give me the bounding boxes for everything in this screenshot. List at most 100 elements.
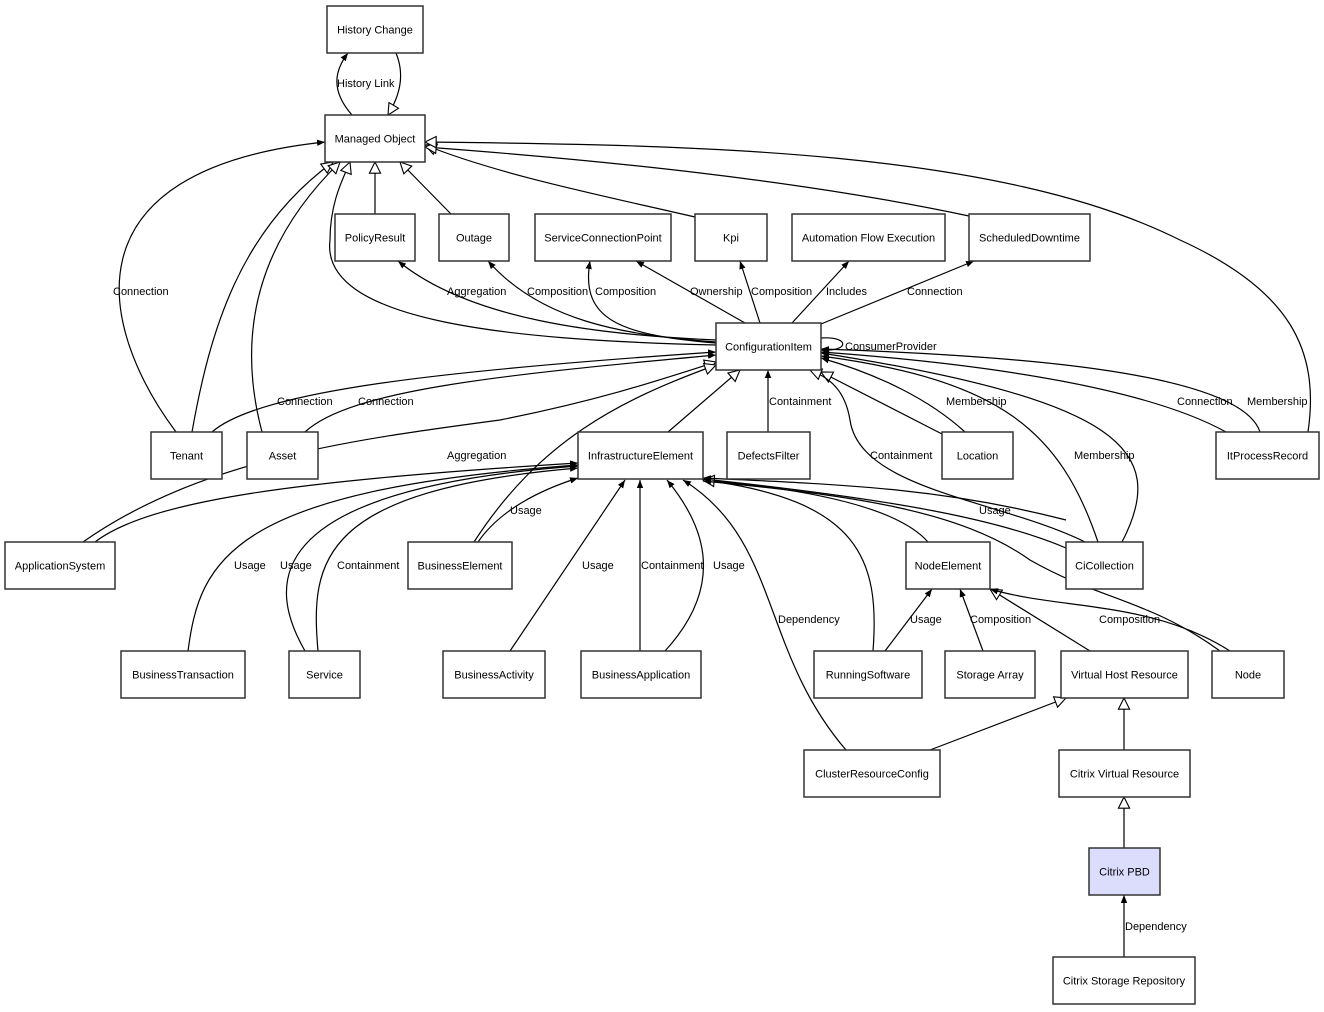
node-box: [968, 213, 1091, 262]
edge-rs-ie: [702, 477, 875, 652]
edge-bapp-ie-usage: [664, 479, 704, 652]
edge-label-bt-ie-usage: Usage: [234, 560, 266, 572]
edge-cicoll-ie-2: [702, 475, 1067, 521]
node-label: PolicyResult: [345, 232, 406, 244]
node-configuration-item[interactable]: ConfigurationItem: [715, 322, 822, 371]
node-defects-filter[interactable]: DefectsFilter: [726, 431, 811, 480]
edge-sd-mo-inherit: [425, 147, 970, 217]
edge-outage-mo-inherit: [400, 162, 452, 215]
node-box: [1060, 650, 1189, 699]
node-box: [694, 213, 768, 262]
edge-label-ci-scp-composition: Composition: [595, 286, 656, 298]
node-asset[interactable]: Asset: [246, 431, 319, 480]
edge-history-link-up: [336, 52, 353, 116]
node-label: Automation Flow Execution: [802, 232, 935, 244]
node-ci-collection[interactable]: CiCollection: [1065, 541, 1144, 590]
node-it-process-record[interactable]: ItProcessRecord: [1215, 431, 1320, 480]
edge-rs-ne-usage: [884, 588, 933, 652]
node-cluster-resource-config[interactable]: ClusterResourceConfig: [803, 749, 941, 798]
edge-label-sa-ne-composition: Composition: [970, 614, 1031, 626]
node-box: [1211, 650, 1285, 699]
edge-be-ci-inherit: [473, 365, 716, 543]
node-label: ConfigurationItem: [725, 341, 812, 353]
node-location[interactable]: Location: [941, 431, 1014, 480]
node-label: Virtual Host Resource: [1071, 669, 1178, 681]
edge-node-ne-composition: [989, 588, 1231, 652]
node-box: [715, 322, 822, 371]
node-label: BusinessApplication: [592, 669, 690, 681]
edge-label-ci-sd-connection: Connection: [907, 286, 963, 298]
edge-tenant-ci-connection: [211, 349, 717, 433]
node-label: History Change: [337, 24, 413, 36]
node-service-connection-point[interactable]: ServiceConnectionPoint: [534, 213, 672, 262]
node-box: [1052, 956, 1196, 1005]
node-label: Storage Array: [956, 669, 1024, 681]
node-managed-object[interactable]: Managed Object: [324, 114, 426, 163]
edge-ie-ci-inherit: [667, 370, 740, 433]
node-tenant[interactable]: Tenant: [150, 431, 223, 480]
node-label: Citrix PBD: [1099, 866, 1150, 878]
node-box: [1088, 847, 1161, 896]
node-outage[interactable]: Outage: [438, 213, 510, 262]
edge-label-ci-scp-ownership: Ownership: [690, 286, 743, 298]
node-kpi[interactable]: Kpi: [694, 213, 768, 262]
edge-label-crc-ie-dependency: Dependency: [778, 614, 840, 626]
edge-asset-mo-inherit: [251, 162, 340, 433]
node-node[interactable]: Node: [1211, 650, 1285, 699]
node-business-element[interactable]: BusinessElement: [407, 541, 513, 590]
edge-ci-kpi-composition: [739, 260, 761, 324]
edge-vhr-ne-inherit: [990, 589, 1091, 652]
node-label: ClusterResourceConfig: [815, 768, 929, 780]
node-box: [1215, 431, 1320, 480]
node-service[interactable]: Service: [288, 650, 361, 699]
node-business-transaction[interactable]: BusinessTransaction: [120, 650, 246, 699]
edge-label-cicollection-ci-membership: Membership: [1074, 450, 1135, 462]
node-application-system[interactable]: ApplicationSystem: [4, 541, 116, 590]
edge-ci-mo-inherit: [329, 162, 717, 346]
node-automation-flow-execution[interactable]: Automation Flow Execution: [791, 213, 946, 262]
edge-label-asset-ci-connection: Connection: [358, 396, 414, 408]
edge-label-service-ie-containment: Containment: [337, 560, 399, 572]
node-history-change[interactable]: History Change: [326, 5, 424, 54]
edge-tenant-mo-inherit: [191, 162, 333, 433]
node-virtual-host-resource[interactable]: Virtual Host Resource: [1060, 650, 1189, 699]
node-policy-result[interactable]: PolicyResult: [334, 213, 416, 262]
node-business-application[interactable]: BusinessApplication: [580, 650, 702, 699]
node-box: [4, 541, 116, 590]
node-running-software[interactable]: RunningSoftware: [813, 650, 923, 699]
node-box: [905, 541, 991, 590]
node-label: Kpi: [723, 232, 739, 244]
edge-label-be-ie-usage: Usage: [510, 505, 542, 517]
node-label: Asset: [269, 450, 297, 462]
node-business-activity[interactable]: BusinessActivity: [442, 650, 546, 699]
node-node-element[interactable]: NodeElement: [905, 541, 991, 590]
node-box: [577, 431, 704, 480]
edge-cicoll-ci-membership: [820, 353, 1099, 543]
node-box: [813, 650, 923, 699]
edge-ci-sd-connection: [820, 260, 975, 325]
node-box: [803, 749, 941, 798]
edge-label-ci-policy-aggregation: Aggregation: [447, 286, 506, 298]
node-citrix-virtual-resource[interactable]: Citrix Virtual Resource: [1058, 749, 1191, 798]
node-scheduled-downtime[interactable]: ScheduledDowntime: [968, 213, 1091, 262]
edge-label-bapp-ie-usage: Usage: [713, 560, 745, 572]
node-label: Citrix Virtual Resource: [1070, 768, 1179, 780]
edge-ci-scp-ownership: [635, 260, 746, 324]
node-box: [288, 650, 361, 699]
node-box: [944, 650, 1036, 699]
node-box: [580, 650, 702, 699]
node-box: [941, 431, 1014, 480]
edge-label-node-ne-composition: Composition: [1099, 614, 1160, 626]
node-infrastructure-element[interactable]: InfrastructureElement: [577, 431, 704, 480]
edge-label-tenant-ci-connection: Connection: [277, 396, 333, 408]
node-storage-array[interactable]: Storage Array: [944, 650, 1036, 699]
node-label: ApplicationSystem: [15, 560, 106, 572]
edge-service-ie-usage: [285, 463, 579, 652]
node-citrix-storage-repository[interactable]: Citrix Storage Repository: [1052, 956, 1196, 1005]
node-citrix-pbd[interactable]: Citrix PBD: [1088, 847, 1161, 896]
node-box: [438, 213, 510, 262]
edge-crc-ie-dependency: [682, 479, 847, 751]
edge-itproc-ci-membership: [820, 346, 1261, 433]
node-label: Tenant: [170, 450, 203, 462]
